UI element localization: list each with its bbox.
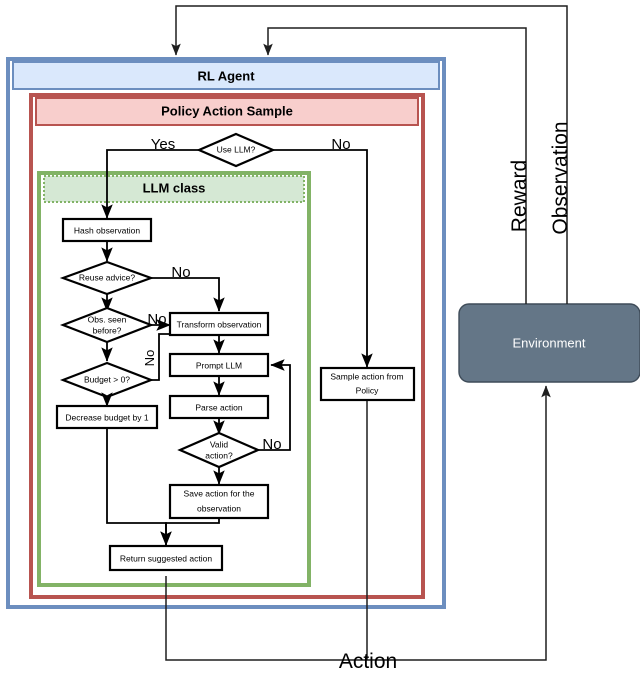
node-decrease-budget: Decrease budget by 1 xyxy=(55,404,159,430)
return-suggested-action-label: Return suggested action xyxy=(120,553,212,563)
reward-edge xyxy=(263,27,527,304)
node-sample-action-from-policy: Sample action from Policy xyxy=(319,366,416,402)
node-prompt-llm: Prompt LLM xyxy=(168,352,270,378)
environment-node: Environment xyxy=(458,303,640,383)
edge-use-llm-no xyxy=(273,149,373,368)
obs-seen-label-line1: Obs. seen xyxy=(88,314,127,324)
node-hash-observation: Hash observation xyxy=(61,217,153,243)
no-budget-label: No xyxy=(142,350,157,367)
edge-save-to-return xyxy=(160,518,220,546)
node-parse-action: Parse action xyxy=(168,394,270,420)
edge-reuse-no xyxy=(151,277,225,312)
valid-action-label-line2: action? xyxy=(205,450,233,460)
parse-action-label: Parse action xyxy=(195,402,243,412)
decrease-budget-label: Decrease budget by 1 xyxy=(65,412,148,422)
yes-label: Yes xyxy=(151,136,175,153)
node-return-suggested-action: Return suggested action xyxy=(108,544,224,572)
save-action-label-line1: Save action for the xyxy=(184,488,255,498)
observation-label: Observation xyxy=(549,121,572,234)
node-save-action: Save action for the observation xyxy=(168,483,270,520)
use-llm-label: Use LLM? xyxy=(217,144,256,154)
obs-seen-label-line2: before? xyxy=(93,325,122,335)
no-reuse-advice-label: No xyxy=(171,264,190,281)
save-action-label-line2: observation xyxy=(197,503,241,513)
no-valid-action-label: No xyxy=(262,436,281,453)
edge-valid-no-loop xyxy=(258,359,291,451)
budget-label: Budget > 0? xyxy=(84,374,130,384)
prompt-llm-label: Prompt LLM xyxy=(196,360,242,370)
transform-observation-label: Transform observation xyxy=(177,319,262,329)
sample-action-label-line2: Policy xyxy=(356,385,379,395)
environment-label: Environment xyxy=(513,335,586,350)
node-transform-observation: Transform observation xyxy=(168,311,270,337)
valid-action-label-line1: Valid xyxy=(210,439,229,449)
node-use-llm: Use LLM? xyxy=(196,132,276,168)
sample-action-label-line1: Sample action from xyxy=(330,371,403,381)
reuse-advice-label: Reuse advice? xyxy=(79,272,136,282)
action-label: Action xyxy=(339,650,397,673)
edge-budget-no xyxy=(151,333,170,381)
hash-observation-label: Hash observation xyxy=(74,225,140,235)
no-use-llm-label: No xyxy=(331,136,350,153)
edge-use-llm-yes xyxy=(101,149,199,219)
reward-label: Reward xyxy=(508,160,531,232)
rl-agent-title: RL Agent xyxy=(197,68,255,83)
policy-action-sample-title: Policy Action Sample xyxy=(161,103,293,118)
llm-class-title: LLM class xyxy=(143,180,206,195)
observation-edge xyxy=(171,5,568,304)
action-edge xyxy=(165,385,551,661)
no-obs-seen-label: No xyxy=(147,311,166,328)
